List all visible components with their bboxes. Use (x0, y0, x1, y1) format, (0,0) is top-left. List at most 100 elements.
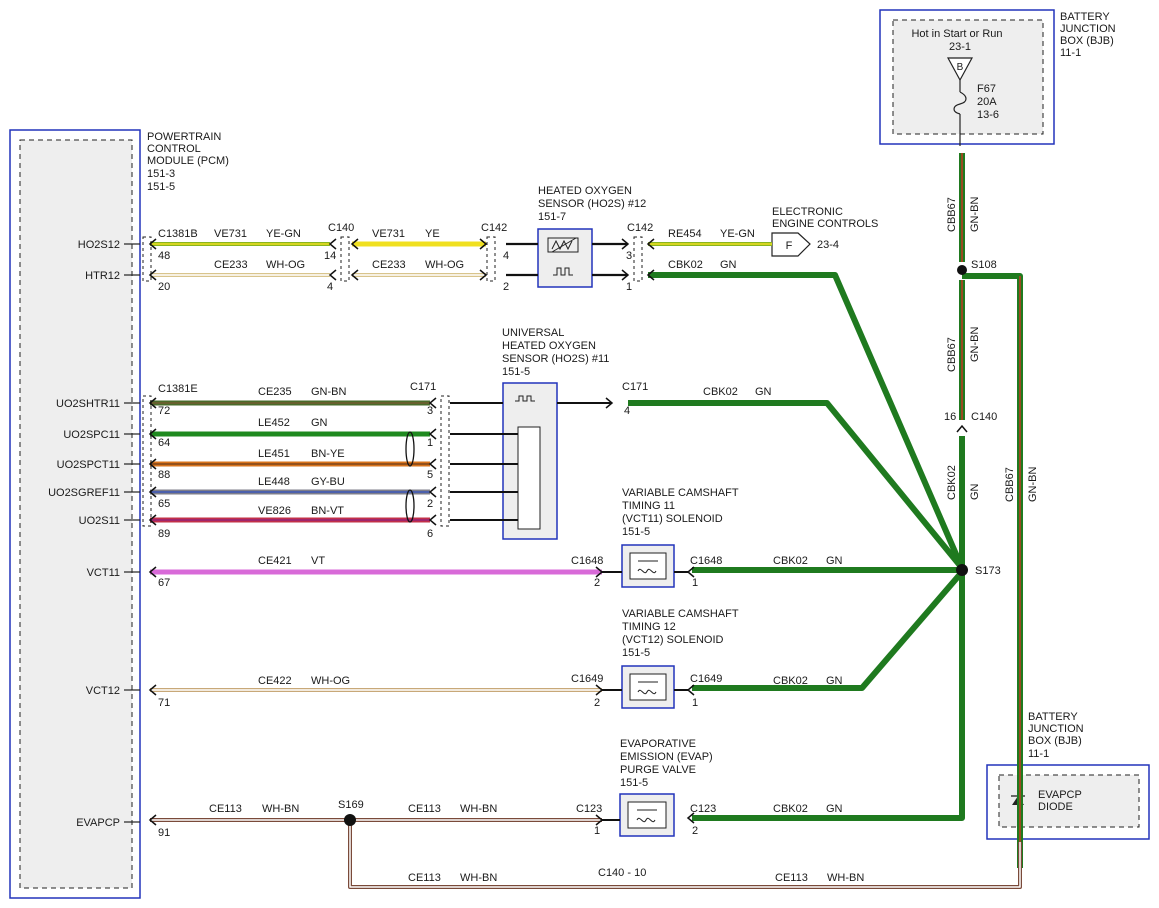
conn-c140: C140 (328, 222, 354, 234)
pcm-ref-1: 151-3 (147, 168, 175, 180)
svg-text:48: 48 (158, 250, 170, 262)
svg-text:1: 1 (626, 281, 632, 293)
ho2s12-ref: 151-7 (538, 211, 566, 223)
fuse-id: F67 (977, 83, 996, 95)
pcm-title-2: CONTROL (147, 143, 201, 155)
vct12-ref: 151-5 (622, 647, 650, 659)
svg-text:YE-GN: YE-GN (266, 228, 301, 240)
conn-c1381b: C1381B (158, 228, 198, 240)
eec-letter: F (786, 240, 793, 252)
splice-s173-label: S173 (975, 565, 1001, 577)
coil-icon (636, 817, 656, 823)
bjb-bottom-title-3: BOX (BJB) (1028, 735, 1082, 747)
uho2s11-title-2: HEATED OXYGEN (502, 340, 596, 352)
uho2s11-title-3: SENSOR (HO2S) #11 (502, 353, 609, 365)
svg-text:CBB67: CBB67 (946, 337, 958, 372)
svg-text:GN-BN: GN-BN (969, 327, 981, 363)
ho2s12-title-2: SENSOR (HO2S) #12 (538, 198, 646, 210)
connector-outlines (142, 236, 643, 527)
svg-text:CBK02: CBK02 (946, 465, 958, 500)
pin-vct11: VCT11 (87, 567, 120, 579)
svg-text:2: 2 (503, 281, 509, 293)
bjb-top-module: BATTERY JUNCTION BOX (BJB) 11-1 Hot in S… (879, 9, 1116, 146)
pin-uo2s11: UO2S11 (79, 515, 120, 527)
svg-text:WH-BN: WH-BN (827, 872, 864, 884)
bjb-top-title-2: JUNCTION (1060, 23, 1116, 35)
svg-text:CE422: CE422 (258, 675, 292, 687)
svg-text:LE448: LE448 (258, 476, 290, 488)
fuse-ref: 13-6 (977, 109, 999, 121)
svg-text:2: 2 (692, 825, 698, 837)
pin-uo2shtr11: UO2SHTR11 (56, 398, 120, 410)
svg-text:CE421: CE421 (258, 555, 292, 567)
conn-c142-a: C142 (481, 222, 507, 234)
svg-text:72: 72 (158, 405, 170, 417)
uho2s11-sensor: UNIVERSAL HEATED OXYGEN SENSOR (HO2S) #1… (502, 327, 609, 540)
svg-text:CE113: CE113 (408, 872, 441, 884)
power-bus-icon (946, 57, 974, 82)
connector-labels: C1381B C140 C142 C142 C1381E C171 C171 C… (158, 222, 1001, 879)
svg-text:2: 2 (594, 697, 600, 709)
bjb-bottom-module: BATTERY JUNCTION BOX (BJB) 11-1 EVAPCP D… (986, 711, 1150, 842)
eec-connector: F 23-4 ELECTRONIC ENGINE CONTROLS (771, 206, 878, 257)
svg-text:CBB67: CBB67 (946, 197, 958, 232)
svg-text:CE233: CE233 (214, 259, 248, 271)
conn-c171-a: C171 (410, 381, 436, 393)
vct12-solenoid: VARIABLE CAMSHAFT TIMING 12 (VCT12) SOLE… (621, 608, 739, 709)
svg-text:6: 6 (427, 528, 433, 540)
svg-text:CBB67: CBB67 (1004, 467, 1016, 502)
wires (150, 153, 1023, 889)
splice-s173 (956, 564, 968, 576)
svg-text:16: 16 (944, 411, 956, 423)
connector-arrows (148, 238, 968, 826)
svg-text:CE113: CE113 (209, 803, 242, 815)
svg-text:4: 4 (327, 281, 333, 293)
vct11-title-1: VARIABLE CAMSHAFT (622, 487, 739, 499)
svg-text:GN-BN: GN-BN (969, 197, 981, 233)
bjb-bottom-ref: 11-1 (1028, 748, 1049, 760)
svg-text:LE452: LE452 (258, 417, 290, 429)
conn-c140-10: C140 - 10 (598, 867, 646, 879)
svg-text:3: 3 (626, 250, 632, 262)
splice-s108 (957, 265, 967, 275)
diode-label-1: EVAPCP (1038, 789, 1082, 801)
svg-text:GN: GN (826, 803, 843, 815)
pcm-title-1: POWERTRAIN (147, 131, 221, 143)
svg-text:4: 4 (624, 405, 630, 417)
svg-text:GY-BU: GY-BU (311, 476, 345, 488)
svg-text:VE826: VE826 (258, 505, 291, 517)
svg-text:WH-BN: WH-BN (262, 803, 299, 815)
svg-text:CE235: CE235 (258, 386, 292, 398)
wire-cbk02-uho2s (628, 400, 965, 570)
pin-vct12: VCT12 (86, 685, 120, 697)
evap-title-1: EVAPORATIVE (620, 738, 696, 750)
ho2s12-title-1: HEATED OXYGEN (538, 185, 632, 197)
svg-text:CE113: CE113 (408, 803, 441, 815)
svg-text:4: 4 (503, 250, 509, 262)
bus-letter: B (957, 62, 964, 73)
svg-text:BN-YE: BN-YE (311, 448, 345, 460)
svg-text:CE233: CE233 (372, 259, 406, 271)
bjb-bottom-title-2: JUNCTION (1028, 723, 1084, 735)
pcm-title-3: MODULE (PCM) (147, 155, 229, 167)
svg-text:VE731: VE731 (214, 228, 247, 240)
pcm-pin-ticks (124, 243, 140, 823)
svg-text:LE451: LE451 (258, 448, 290, 460)
heater-icon (515, 395, 535, 402)
svg-text:VE731: VE731 (372, 228, 405, 240)
vct11-title-2: TIMING 11 (622, 500, 675, 512)
evap-title-3: PURGE VALVE (620, 764, 696, 776)
vct11-solenoid: VARIABLE CAMSHAFT TIMING 11 (VCT11) SOLE… (621, 487, 739, 588)
svg-text:YE: YE (425, 228, 440, 240)
svg-text:88: 88 (158, 469, 170, 481)
svg-text:RE454: RE454 (668, 228, 702, 240)
svg-text:GN-BN: GN-BN (1027, 467, 1039, 503)
svg-text:65: 65 (158, 498, 170, 510)
svg-text:3: 3 (427, 405, 433, 417)
connector-f-icon (771, 232, 811, 257)
svg-text:CBK02: CBK02 (773, 675, 808, 687)
svg-text:CBK02: CBK02 (773, 555, 808, 567)
bjb-bottom-title-1: BATTERY (1028, 711, 1078, 723)
bjb-top-title-3: BOX (BJB) (1060, 35, 1114, 47)
